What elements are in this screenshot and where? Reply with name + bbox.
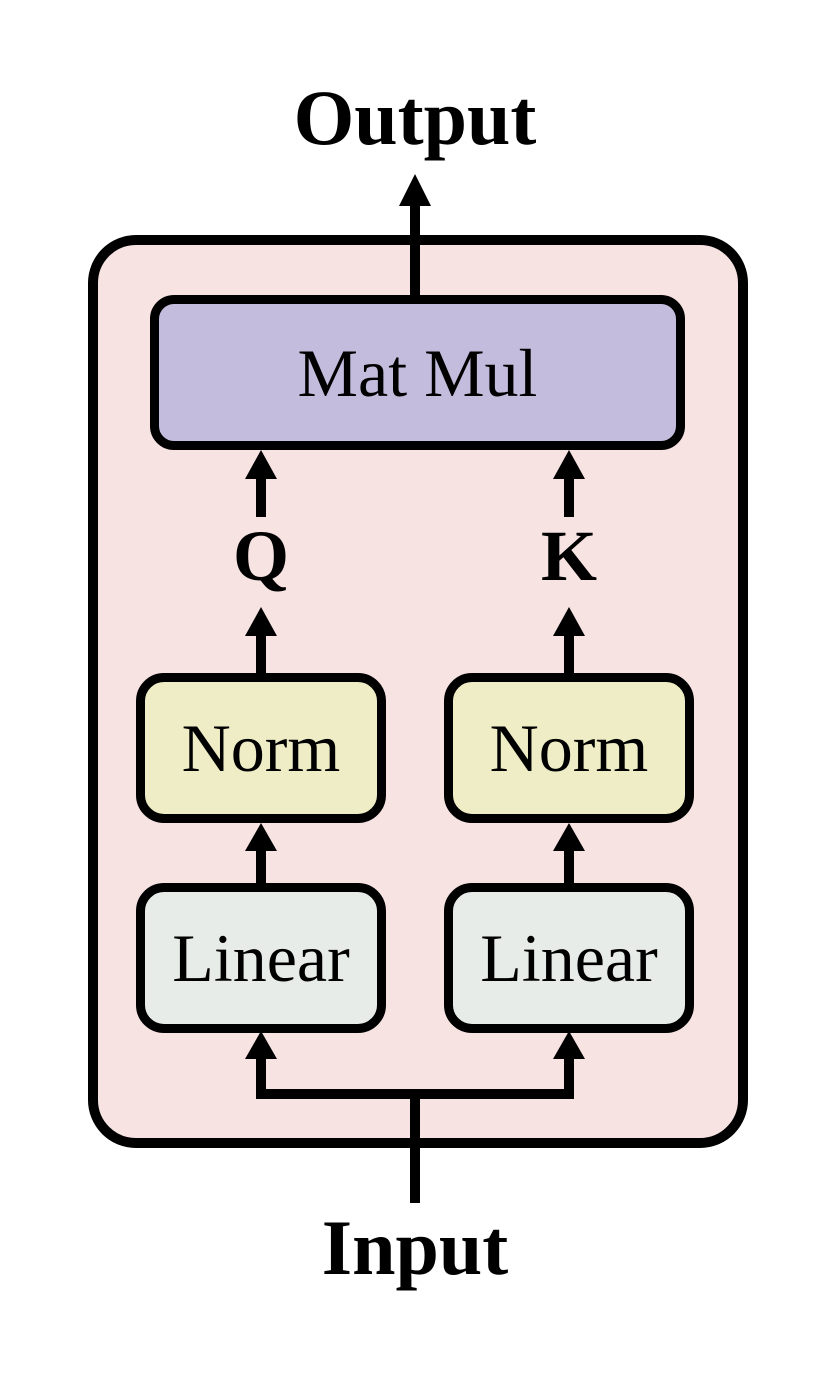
q-label: Q bbox=[232, 516, 290, 596]
input-to-linear-q-head-icon bbox=[245, 1031, 277, 1059]
output-label: Output bbox=[293, 74, 537, 161]
input-to-linear-k-head-icon bbox=[553, 1031, 585, 1059]
norm-q-label: Norm bbox=[181, 710, 341, 786]
input-label: Input bbox=[321, 1204, 509, 1291]
q-upper-arrow-head-icon bbox=[245, 450, 277, 479]
k-lower-arrow-head-icon bbox=[553, 607, 585, 636]
linear-q-label: Linear bbox=[172, 920, 350, 996]
output-arrow-head-icon bbox=[399, 174, 431, 206]
linear-k-to-norm-head-icon bbox=[553, 823, 585, 851]
k-upper-arrow-head-icon bbox=[553, 450, 585, 479]
matmul-node: Mat Mul bbox=[150, 295, 685, 450]
norm-k-node: Norm bbox=[444, 673, 694, 823]
matmul-label: Mat Mul bbox=[297, 334, 538, 411]
q-lower-arrow-head-icon bbox=[245, 607, 277, 636]
k-label: K bbox=[540, 516, 598, 596]
linear-q-node: Linear bbox=[136, 883, 386, 1033]
norm-k-label: Norm bbox=[489, 710, 649, 786]
norm-q-node: Norm bbox=[136, 673, 386, 823]
linear-k-label: Linear bbox=[480, 920, 658, 996]
linear-k-node: Linear bbox=[444, 883, 694, 1033]
linear-q-to-norm-head-icon bbox=[245, 823, 277, 851]
